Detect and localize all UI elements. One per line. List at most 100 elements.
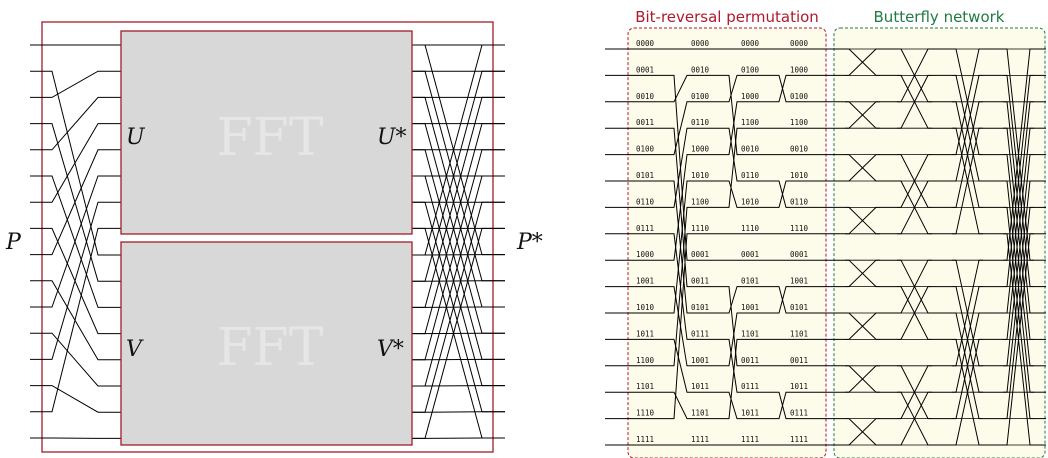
bit-label: 0101	[790, 303, 808, 312]
bit-reversal-wire	[691, 127, 741, 182]
label-v: V	[126, 337, 144, 362]
bit-label: 0101	[741, 277, 759, 286]
input-wire	[30, 70, 121, 256]
label-u-star: U*	[377, 125, 407, 150]
bit-reversal-wire	[691, 338, 741, 393]
bit-reversal-wire	[691, 74, 741, 156]
bit-label: 0000	[790, 39, 809, 48]
input-wire	[30, 280, 121, 361]
bit-label: 1001	[691, 356, 709, 365]
bit-reversal-wire	[691, 101, 741, 156]
bit-reversal-wire	[741, 391, 790, 420]
bit-label: 0111	[636, 224, 654, 233]
bit-reversal-wire	[691, 74, 741, 103]
right-wires	[605, 48, 1046, 446]
bit-label: 0110	[741, 171, 760, 180]
input-wire	[30, 332, 121, 387]
bit-reversal-wire	[691, 286, 741, 314]
bit-label: 1001	[636, 277, 654, 286]
bit-reversal-wire	[636, 180, 691, 314]
bit-label: 0010	[741, 145, 760, 154]
bit-label: 0111	[741, 382, 759, 391]
bit-label: 1111	[741, 435, 759, 444]
label-p: P	[5, 230, 22, 255]
bit-label: 1000	[741, 92, 760, 101]
bit-label: 1011	[636, 329, 654, 338]
input-wire	[30, 227, 121, 413]
bit-reversal-wire	[691, 391, 741, 420]
bit-label: 1111	[790, 435, 808, 444]
bit-label: 1010	[741, 197, 760, 206]
bit-label: 1100	[790, 118, 809, 127]
bit-reversal-wire	[741, 286, 790, 314]
bit-reversal-wire	[636, 233, 691, 420]
bit-label: 1000	[691, 145, 710, 154]
label-u: U	[126, 125, 146, 150]
bit-label: 0010	[636, 92, 655, 101]
bit-reversal-wire	[741, 74, 790, 103]
bit-label: 1110	[741, 224, 760, 233]
input-wire	[30, 175, 121, 308]
input-wire	[30, 96, 121, 151]
bit-reversal-wire	[636, 127, 691, 208]
input-wire	[30, 149, 121, 256]
bit-reversal-wire	[691, 127, 741, 208]
bit-reversal-wire	[691, 312, 741, 367]
bit-label: 1110	[790, 224, 809, 233]
label-v-star: V*	[377, 337, 404, 362]
bit-label: 1101	[790, 329, 808, 338]
bit-label: 0000	[636, 39, 655, 48]
input-wire	[30, 70, 121, 98]
bit-label: 1111	[691, 435, 709, 444]
bit-reversal-wire	[636, 391, 691, 420]
bit-label: 0000	[741, 39, 760, 48]
left-wires	[30, 44, 505, 439]
bit-label: 0101	[691, 303, 709, 312]
bit-label: 0011	[636, 118, 654, 127]
bit-reversal-wire	[741, 180, 790, 208]
bit-label: 0010	[790, 145, 809, 154]
bit-label: 1100	[636, 356, 655, 365]
bit-reversal-wire	[636, 154, 691, 261]
input-wire	[30, 123, 121, 203]
fft-block-lower	[120, 241, 413, 446]
fft-block-upper	[120, 30, 413, 235]
bit-reversal-wire	[636, 74, 691, 103]
bit-label: 1100	[741, 118, 760, 127]
bit-label: 0111	[691, 329, 709, 338]
bit-label: 0011	[741, 356, 759, 365]
bit-label: 1111	[636, 435, 654, 444]
input-wire	[30, 385, 121, 413]
bit-reversal-wire	[691, 286, 741, 367]
bit-label: 0100	[691, 92, 710, 101]
bit-label: 1000	[636, 250, 655, 259]
bit-label: 0110	[790, 197, 809, 206]
bit-labels: 0000 0001 0010 0011 0100 0101 0110 0111 1000 1001…	[636, 39, 809, 444]
bit-label: 0001	[790, 250, 808, 259]
bit-label: 0110	[636, 197, 655, 206]
bit-label: 1010	[636, 303, 655, 312]
bit-label: 1001	[741, 303, 759, 312]
bit-label: 0010	[691, 65, 710, 74]
bit-label: 0101	[636, 171, 654, 180]
butterfly-region	[833, 27, 1046, 458]
bit-label: 1101	[636, 382, 654, 391]
bit-label: 1100	[691, 197, 710, 206]
butterfly-title: Butterfly network	[874, 8, 1005, 26]
bit-label: 0001	[741, 250, 759, 259]
fft-block-lower-title: FFT	[217, 318, 324, 378]
bit-reversal-wire	[691, 180, 741, 208]
bit-reversal-wire	[636, 338, 691, 393]
bit-label: 1101	[741, 329, 759, 338]
bit-label: 0100	[741, 65, 760, 74]
bit-reversal-wire	[636, 101, 691, 156]
bit-label: 0001	[636, 65, 654, 74]
bit-label: 1110	[636, 409, 655, 418]
bit-label: 1010	[790, 171, 809, 180]
bit-label: 0000	[691, 39, 710, 48]
bit-label: 1010	[691, 171, 710, 180]
bit-label: 1011	[741, 409, 759, 418]
bit-label: 0011	[790, 356, 808, 365]
bit-label: 0011	[691, 277, 709, 286]
